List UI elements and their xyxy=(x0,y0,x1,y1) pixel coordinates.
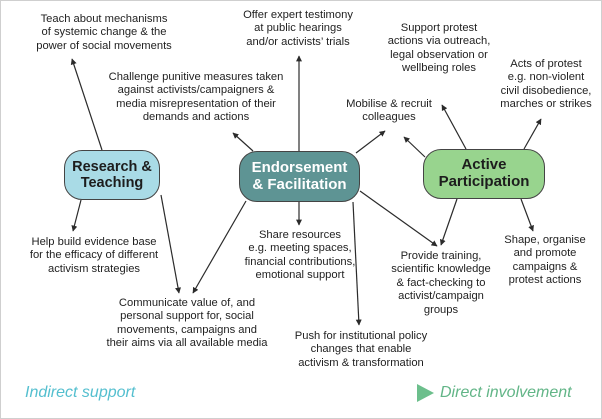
label-evidence-base: Help build evidence base for the efficac… xyxy=(29,236,159,275)
arrow-active-to-acts xyxy=(523,118,542,150)
arrow-endorse-to-challenge xyxy=(232,132,254,152)
label-share-resources: Share resources e.g. meeting spaces, fin… xyxy=(244,229,356,282)
arrow-endorse-to-training xyxy=(359,190,438,247)
scale-arrow-head xyxy=(417,384,434,402)
hub-research-label: Research & Teaching xyxy=(72,158,152,191)
hub-active-label: Active Participation xyxy=(438,156,530,190)
label-institutional-policy: Push for institutional policy changes th… xyxy=(294,330,428,369)
scale-label-direct: Direct involvement xyxy=(440,384,572,401)
label-provide-training: Provide training, scientific knowledge &… xyxy=(391,250,491,316)
arrow-active-to-training xyxy=(439,198,458,246)
arrow-research-to-teach xyxy=(70,58,103,151)
label-mobilise-recruit: Mobilise & recruit colleagues xyxy=(346,98,432,124)
hub-endorsement-label: Endorsement & Facilitation xyxy=(251,158,348,193)
label-shape-organise: Shape, organise and promote campaigns & … xyxy=(504,234,586,287)
arrow-endorse-to-policy xyxy=(352,201,362,326)
arrow-active-to-support xyxy=(441,104,467,150)
label-communicate-value: Communicate value of, and personal suppo… xyxy=(106,297,268,350)
scale-label-indirect: Indirect support xyxy=(25,384,136,401)
arrow-endorse-to-mobilise xyxy=(355,130,386,154)
label-teach-mechanisms: Teach about mechanisms of systemic chang… xyxy=(36,13,172,52)
label-expert-testimony: Offer expert testimony at public hearing… xyxy=(243,9,353,48)
arrow-endorse-to-communicate xyxy=(192,200,247,294)
hub-active-participation: Active Participation xyxy=(423,149,545,199)
hub-research-teaching: Research & Teaching xyxy=(64,150,160,200)
label-support-protest: Support protest actions via outreach, le… xyxy=(387,22,491,75)
arrow-active-to-mobilise xyxy=(403,136,426,158)
arrow-research-to-evidence xyxy=(71,199,82,232)
hub-endorsement-facilitation: Endorsement & Facilitation xyxy=(239,151,360,202)
label-acts-of-protest: Acts of protest e.g. non-violent civil d… xyxy=(500,58,592,111)
arrow-research-to-communicate xyxy=(160,194,181,294)
arrow-active-to-shape xyxy=(520,198,534,232)
label-challenge-punitive: Challenge punitive measures taken agains… xyxy=(108,71,284,124)
